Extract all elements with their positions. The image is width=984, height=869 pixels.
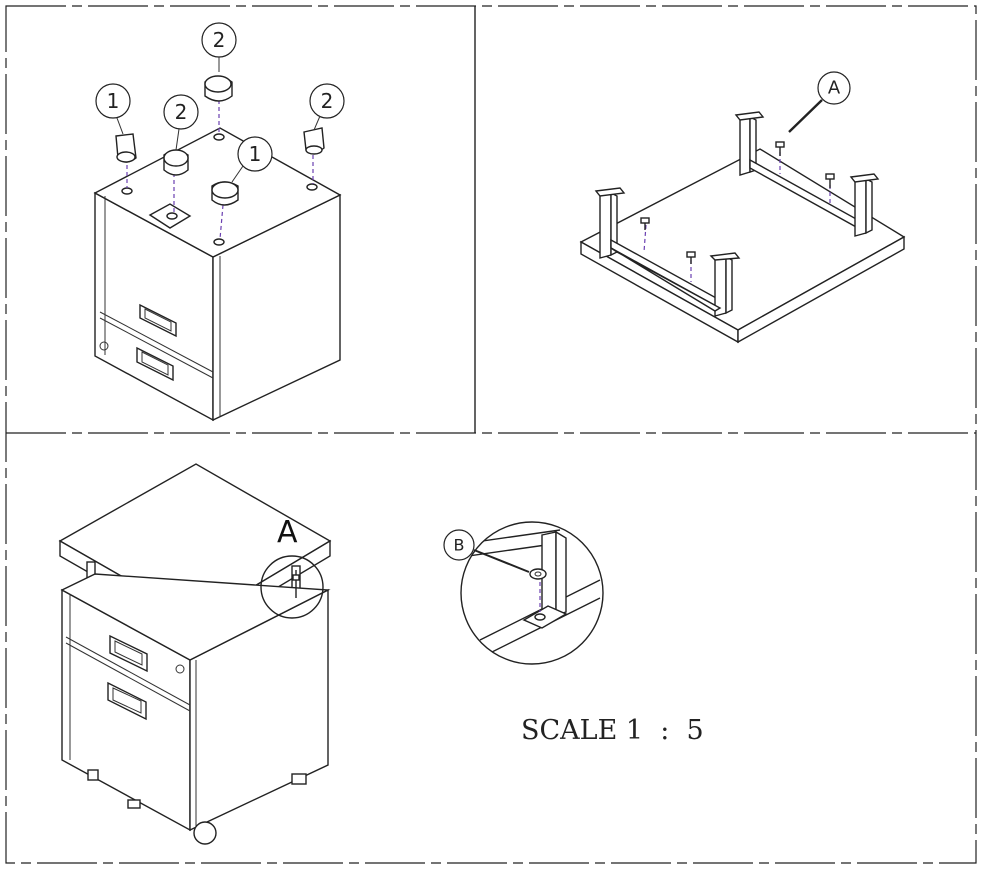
svg-text:1: 1 [107,89,120,113]
balloon-b: B [443,529,530,573]
detail-circle-b [460,521,604,665]
balloon-1-left: 1 [95,83,131,135]
svg-text:1: 1 [249,142,262,166]
assembled-lock-icon [175,664,185,674]
caster-fixed-1 [115,133,137,163]
balloon-1-center: 1 [231,136,273,183]
bracket-left [594,187,741,317]
caster-swivel-2a [204,75,233,102]
bracket-right [734,111,880,237]
balloon-2-top: 2 [201,22,237,72]
svg-text:2: 2 [175,100,188,124]
scale-label: SCALE 1 : 5 [521,715,704,746]
svg-text:A: A [828,78,841,99]
svg-text:2: 2 [213,28,226,52]
assembled-handle-lower [107,681,147,721]
sheet-border [5,5,977,864]
top-board-right-edge [737,235,905,344]
drawer-handle-upper [139,303,177,338]
assembled-handle-upper [109,634,148,673]
svg-text:2: 2 [321,89,334,113]
view-assembled-cabinet: A [58,463,332,845]
detail-callout-a: A [788,71,851,133]
drawer-handle-lower [136,346,174,382]
svg-text:B: B [454,536,465,555]
caster-swivel-2c [163,149,189,176]
lock-icon [99,341,109,351]
caster-fixed-1b [211,181,239,206]
screws [640,141,835,282]
view-cabinet-bottom: 2 1 2 2 1 [93,22,345,422]
view-detail-b: B SCALE 1 : 5 [443,521,704,746]
detail-circle-a: A [260,515,324,619]
balloon-2-middle: 2 [163,94,199,151]
balloon-2-right: 2 [309,83,345,131]
assembled-casters [87,769,307,845]
caster-swivel-2b [303,127,325,155]
svg-text:A: A [277,515,298,550]
view-top-panel-brackets: A [579,71,906,344]
